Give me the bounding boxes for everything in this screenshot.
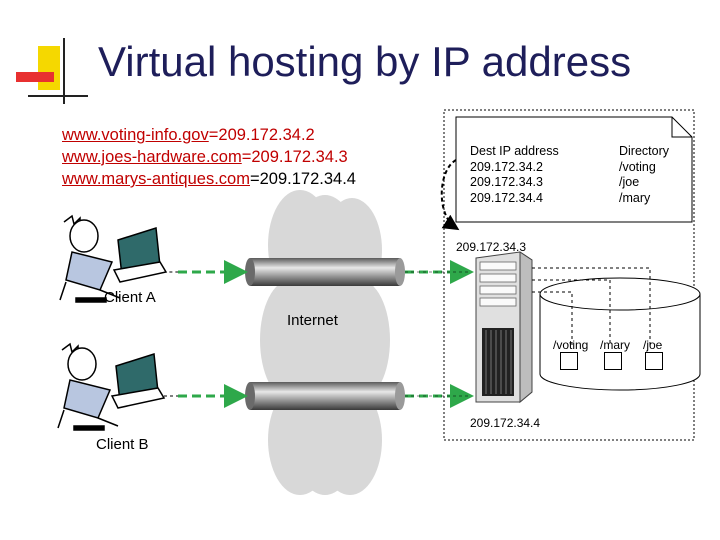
client-b-label: Client B: [96, 436, 149, 453]
table-cell: /voting: [619, 159, 656, 174]
folder-mary-icon: [604, 352, 622, 370]
table-cell: 209.172.34.4: [470, 190, 543, 205]
pipe-top: [245, 258, 405, 286]
folder-voting-icon: [560, 352, 578, 370]
server-site-box: [443, 109, 695, 441]
host-joes[interactable]: www.joes-hardware.com: [62, 148, 242, 166]
host-voting[interactable]: www.voting-info.gov: [62, 126, 209, 144]
table-cell: 209.172.34.3: [470, 175, 543, 189]
table-cell: 209.172.34.2: [470, 159, 543, 174]
mapping-ip: 209.172.34.4: [259, 170, 356, 188]
client-b-figure: [57, 342, 166, 431]
table-col-ip: Dest IP address 209.172.34.2 209.172.34.…: [470, 144, 559, 206]
directory-pointers: [532, 267, 651, 345]
folder-joe-icon: [645, 352, 663, 370]
internet-cloud: [260, 190, 390, 495]
mapping-ip: 209.172.34.3: [251, 148, 348, 166]
mapping-voting: www.voting-info.gov=209.172.34.2: [62, 126, 315, 145]
mapping-ip: 209.172.34.2: [218, 126, 315, 144]
mapping-joes: www.joes-hardware.com=209.172.34.3: [62, 148, 348, 167]
pipe-bottom: [245, 382, 405, 410]
lookup-arrow: [440, 159, 460, 231]
mapping-equals: =: [241, 148, 252, 166]
title-bullet-graphic: [16, 38, 88, 104]
internet-label: Internet: [287, 312, 338, 329]
table-header-ip: Dest IP address: [470, 144, 559, 158]
table-col-directory: Directory /voting /joe /mary: [619, 144, 669, 206]
table-header-directory: Directory: [619, 144, 670, 158]
client-a-label: Client A: [104, 289, 156, 306]
mapping-equals: =: [208, 126, 219, 144]
host-marys[interactable]: www.marys-antiques.com: [62, 170, 250, 188]
disk-dir-mary: /mary: [600, 338, 630, 352]
table-cell: /joe: [619, 175, 640, 189]
routing-table-note: [455, 116, 693, 223]
disk-dir-joe: /joe: [643, 338, 663, 352]
mapping-equals: =: [249, 170, 260, 188]
server-ip-top: 209.172.34.3: [456, 240, 527, 254]
server-icon: [475, 251, 533, 404]
mapping-marys: www.marys-antiques.com=209.172.34.4: [62, 170, 356, 189]
client-connectors: [141, 264, 468, 397]
disk-storage: [539, 277, 701, 391]
client-a-figure: [59, 214, 168, 303]
disk-dir-voting: /voting: [553, 338, 589, 352]
server-ip-bottom: 209.172.34.4: [470, 416, 541, 430]
page-title: Virtual hosting by IP address: [98, 38, 632, 85]
table-cell: /mary: [619, 190, 651, 205]
